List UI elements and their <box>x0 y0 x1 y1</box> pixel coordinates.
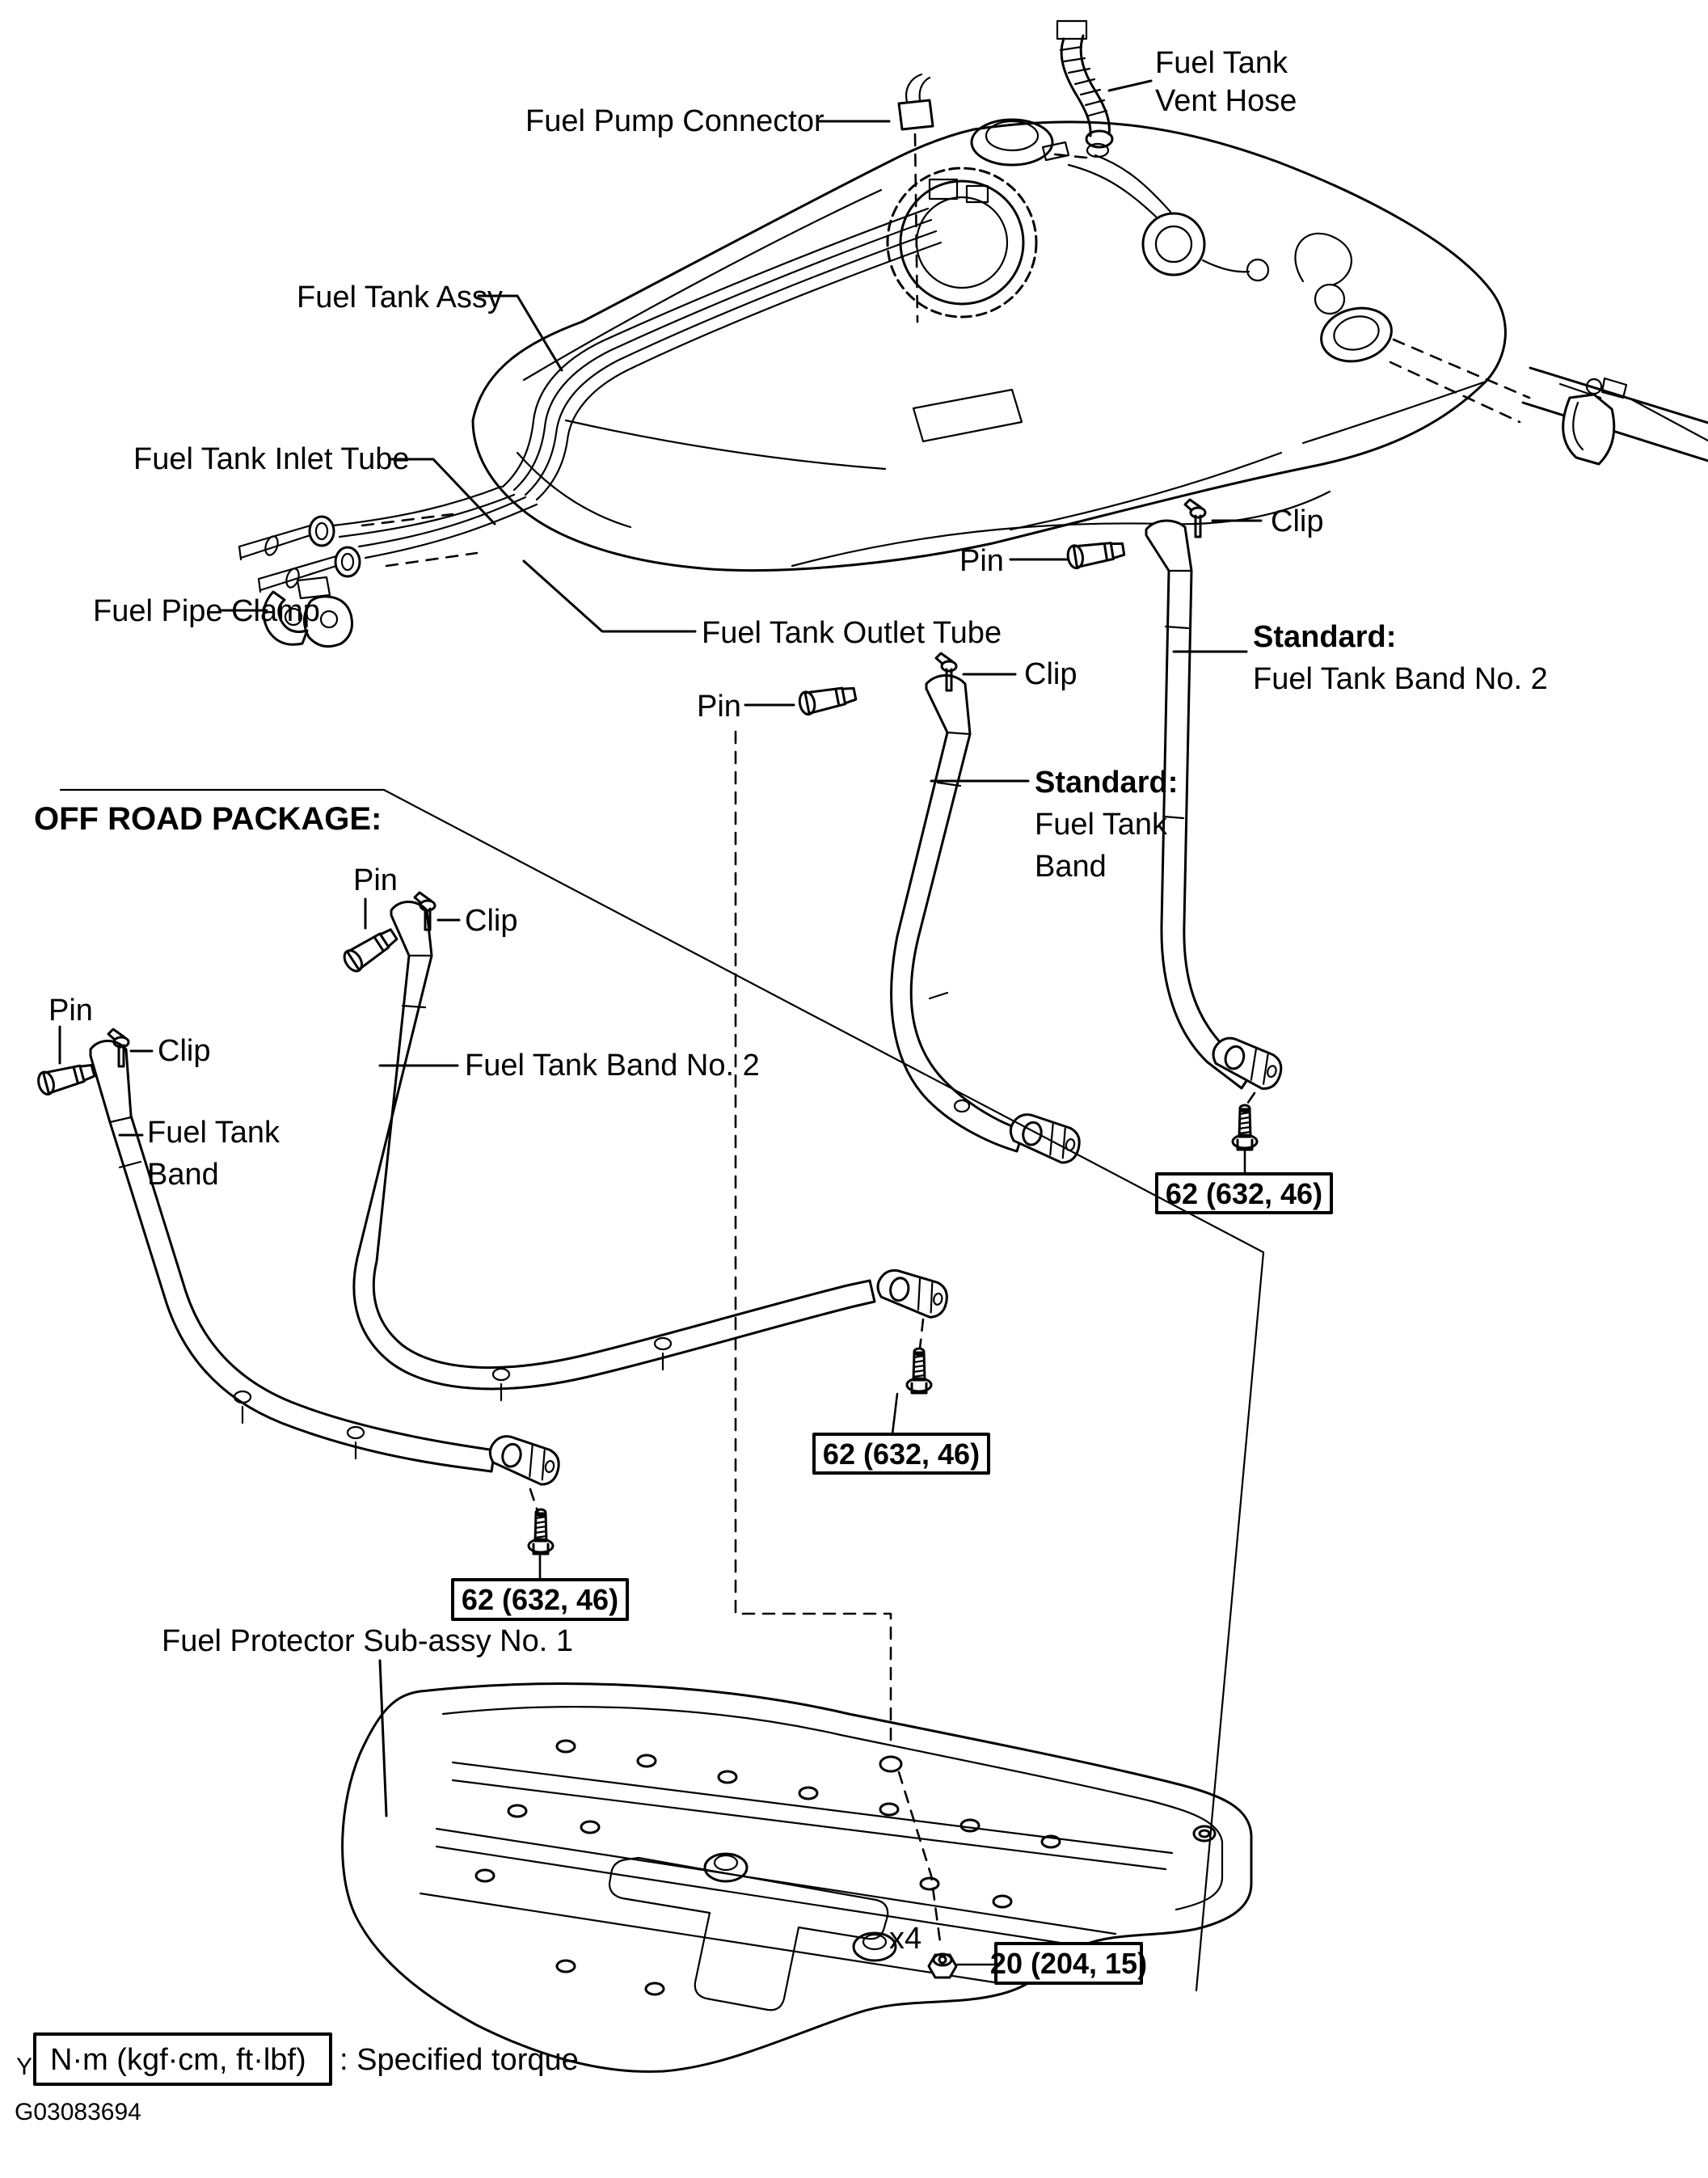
clip-part <box>1183 498 1207 538</box>
label-fuel-protector: Fuel Protector Sub-assy No. 1 <box>162 1624 573 1658</box>
label-pin: Pin <box>353 863 398 897</box>
fuel-pump-connector-part <box>897 73 934 131</box>
label-fuel-tank-outlet-tube: Fuel Tank Outlet Tube <box>702 616 1002 650</box>
torque-callout-middle: 62 (632, 46) <box>812 1433 990 1475</box>
label-offroad-band-1: Fuel Tank <box>147 1116 280 1150</box>
label-offroad-band-2: Band <box>147 1158 219 1192</box>
fuel-protector-part <box>341 1682 1253 2073</box>
label-std-band-1: Fuel Tank <box>1035 808 1168 842</box>
offroad-fuel-tank-band-no2 <box>352 901 952 1402</box>
label-fuel-pipe-clamp: Fuel Pipe Clamp <box>93 594 320 628</box>
band-set-bolt <box>527 1508 555 1555</box>
figure-code: G03083694 <box>15 2099 141 2125</box>
fuel-tank-outlet-tube-part <box>257 496 538 593</box>
fuel-sender-unit <box>1067 154 1270 282</box>
label-pin: Pin <box>48 994 93 1028</box>
label-clip: Clip <box>158 1034 210 1068</box>
band-set-bolt <box>905 1347 933 1395</box>
label-clip: Clip <box>1024 657 1077 691</box>
offroad-section-boundary <box>59 788 1265 1992</box>
label-pin: Pin <box>959 544 1004 578</box>
offroad-fuel-tank-band <box>89 1040 564 1489</box>
label-fuel-tank-vent-hose-1: Fuel Tank <box>1155 46 1288 80</box>
legend-y-mark: Y <box>16 2053 32 2080</box>
label-std-band-no2: Fuel Tank Band No. 2 <box>1253 662 1548 696</box>
torque-callout-protector: 20 (204, 15) <box>990 1942 1147 1985</box>
legend-unit: N·m (kgf·cm, ft·lbf) <box>50 2043 306 2077</box>
pin-part <box>339 923 402 976</box>
label-fuel-tank-assy: Fuel Tank Assy <box>297 281 503 314</box>
label-fuel-pump-connector: Fuel Pump Connector <box>525 104 824 138</box>
band-clamp-end <box>1004 1109 1085 1167</box>
torque-value: 62 (632, 46) <box>462 1583 618 1616</box>
label-offroad-band-no2: Fuel Tank Band No. 2 <box>465 1049 760 1083</box>
offroad-section-header: OFF ROAD PACKAGE: <box>34 801 382 837</box>
filler-neck <box>1294 232 1393 363</box>
fuel-tank-assy-drawing <box>238 118 1708 593</box>
fuel-tank-vent-hose-part <box>1056 19 1114 158</box>
tank-outline <box>471 120 1507 572</box>
protector-nut <box>927 1952 958 1979</box>
fuel-pump-ring <box>886 167 1038 319</box>
label-fuel-tank-vent-hose-2: Vent Hose <box>1155 84 1297 118</box>
torque-callout-right: 62 (632, 46) <box>1155 1172 1333 1214</box>
frame-rail <box>1521 366 1708 466</box>
band-clamp-end <box>872 1266 952 1322</box>
label-standard: Standard: <box>1253 620 1396 654</box>
torque-value: 62 (632, 46) <box>1166 1177 1322 1210</box>
label-standard: Standard: <box>1035 766 1178 800</box>
label-std-band-2: Band <box>1035 850 1107 884</box>
torque-legend: Y N·m (kgf·cm, ft·lbf) : Specified torqu… <box>15 2032 579 2125</box>
label-fuel-tank-inlet-tube: Fuel Tank Inlet Tube <box>133 442 410 476</box>
label-pin: Pin <box>697 690 741 724</box>
pin-part <box>796 682 858 717</box>
standard-fuel-tank-band-no2 <box>1145 519 1288 1094</box>
fuel-pipe-clamp-part <box>262 576 353 648</box>
legend-description: : Specified torque <box>339 2043 579 2077</box>
tank-dome <box>970 118 1070 167</box>
fuel-tank-inlet-tube-part <box>238 485 516 561</box>
band-set-bolt <box>1231 1104 1259 1151</box>
standard-fuel-tank-band <box>890 674 1085 1167</box>
leader-lines <box>58 79 1263 1817</box>
pin-part <box>35 1058 98 1098</box>
label-clip: Clip <box>1271 504 1323 538</box>
torque-value: 62 (632, 46) <box>823 1437 980 1471</box>
band-clamp-end <box>1205 1032 1288 1094</box>
protector-holes <box>474 1739 1217 1996</box>
label-x4: x4 <box>889 1922 921 1956</box>
tube-bundle <box>501 207 943 501</box>
torque-value: 20 (204, 15) <box>990 1947 1147 1980</box>
pin-part <box>1065 536 1127 571</box>
band-clamp-end <box>483 1431 564 1489</box>
torque-callout-left: 62 (632, 46) <box>451 1578 629 1621</box>
label-clip: Clip <box>465 904 517 938</box>
